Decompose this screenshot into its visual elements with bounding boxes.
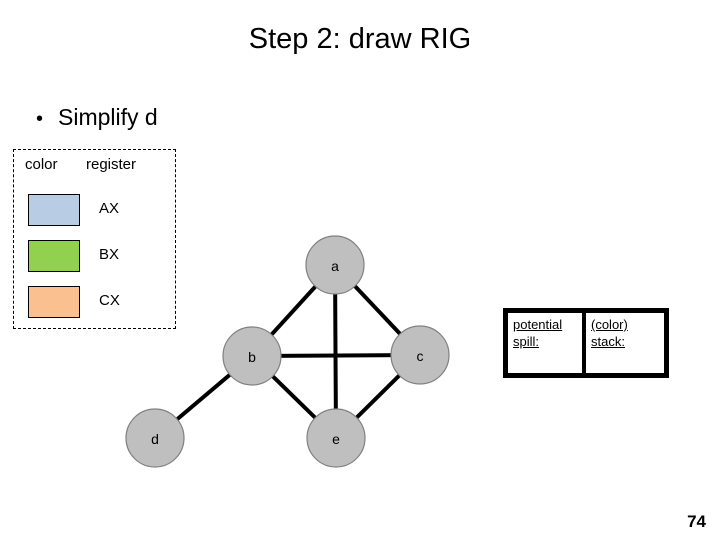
graph-svg: a b c d e: [125, 235, 450, 468]
graph-node-e[interactable]: e: [306, 408, 366, 468]
color-stack-label-line2: stack:: [591, 334, 625, 349]
color-register-legend: color register AX BX CX: [13, 149, 176, 329]
potential-spill-label-line2: spill:: [513, 334, 540, 349]
legend-row: CX: [14, 286, 177, 318]
legend-register-ax: AX: [99, 200, 120, 217]
bullet-marker-icon: •: [36, 108, 44, 130]
color-stack-cell: (color) stack:: [586, 313, 664, 373]
graph-node-circle-c: [390, 325, 450, 385]
graph-node-layer: a b c d e: [125, 235, 450, 468]
graph-node-a[interactable]: a: [305, 235, 365, 295]
legend-swatch-cx: [28, 286, 80, 318]
graph-node-label-e: e: [332, 431, 340, 447]
graph-node-circle-d: [125, 408, 185, 468]
graph-node-label-a: a: [331, 258, 339, 274]
bullet-item-label: Simplify d: [58, 104, 158, 130]
legend-row: AX: [14, 194, 177, 226]
graph-node-label-d: d: [151, 431, 159, 447]
legend-swatch-ax: [28, 194, 80, 226]
legend-swatch-bx: [28, 240, 80, 272]
spill-stack-table: potential spill: (color) stack:: [503, 308, 669, 378]
potential-spill-label-line1: potential: [513, 317, 563, 332]
potential-spill-cell: potential spill:: [508, 313, 586, 373]
graph-node-b[interactable]: b: [222, 326, 282, 386]
color-stack-label-line1: (color): [591, 317, 628, 332]
graph-node-circle-b: [222, 326, 282, 386]
graph-node-circle-a: [305, 235, 365, 295]
bullet-item: • Simplify d: [36, 102, 158, 134]
page-number: 74: [687, 512, 706, 531]
graph-node-c[interactable]: c: [390, 325, 450, 385]
graph-node-label-c: c: [417, 348, 424, 364]
legend-header-color: color: [25, 156, 58, 173]
register-interference-graph: a b c d e: [110, 225, 480, 485]
graph-node-label-b: b: [248, 349, 256, 365]
legend-register-cx: CX: [99, 292, 120, 309]
graph-node-circle-e: [306, 408, 366, 468]
page-title: Step 2: draw RIG: [248, 23, 472, 55]
legend-header-register: register: [86, 156, 137, 173]
legend-register-bx: BX: [99, 246, 120, 263]
legend-header-row: color register: [14, 154, 177, 176]
graph-node-d[interactable]: d: [125, 408, 185, 468]
legend-row: BX: [14, 240, 177, 272]
graph-edge-layer: [153, 263, 422, 440]
